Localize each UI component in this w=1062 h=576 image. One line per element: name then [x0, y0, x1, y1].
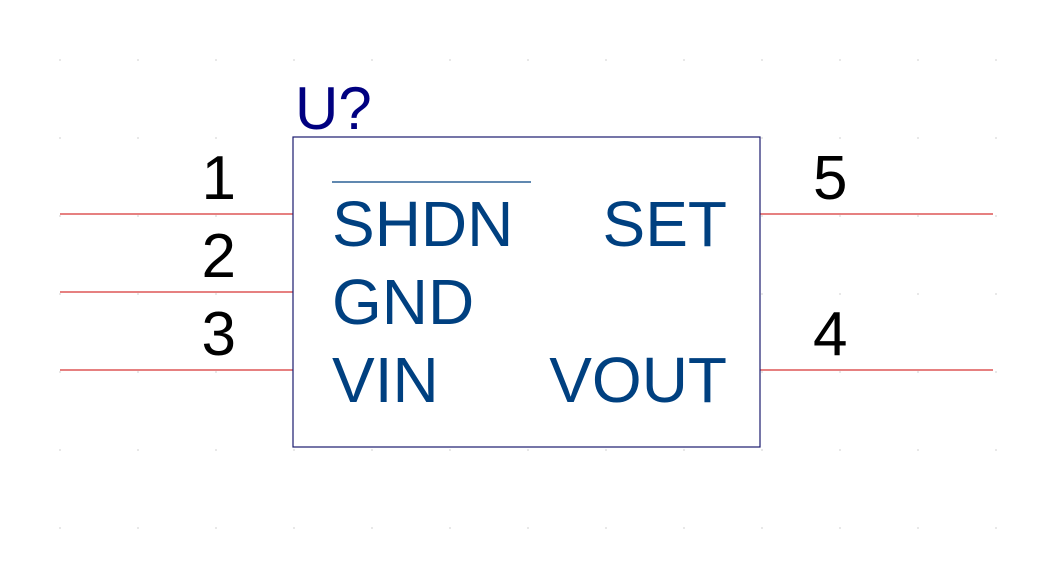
grid-dot: [137, 527, 139, 529]
grid-dot: [683, 59, 685, 61]
grid-dot: [995, 137, 997, 139]
grid-dot: [59, 371, 61, 373]
grid-dot: [137, 293, 139, 295]
pin-label-set: SET: [603, 188, 727, 260]
grid-dot: [995, 527, 997, 529]
grid-dot: [761, 137, 763, 139]
grid-dot: [449, 527, 451, 529]
grid-dot: [917, 371, 919, 373]
reference-designator: U?: [295, 75, 372, 142]
grid-dot: [917, 293, 919, 295]
grid-dot: [995, 449, 997, 451]
grid-dot: [917, 527, 919, 529]
grid-dot: [761, 293, 763, 295]
grid-dot: [839, 371, 841, 373]
grid-dot: [761, 449, 763, 451]
grid-dot: [839, 137, 841, 139]
grid-dot: [917, 449, 919, 451]
grid-dot: [683, 449, 685, 451]
grid-dot: [839, 527, 841, 529]
grid-dot: [215, 137, 217, 139]
grid-dot: [527, 527, 529, 529]
component-body[interactable]: [292, 136, 761, 448]
grid-dot: [527, 59, 529, 61]
grid-dot: [59, 59, 61, 61]
grid-dot: [917, 59, 919, 61]
grid-dot: [527, 449, 529, 451]
grid-dot: [215, 527, 217, 529]
grid-dot: [59, 293, 61, 295]
grid-dot: [59, 137, 61, 139]
grid-dot: [449, 59, 451, 61]
grid-dot: [371, 449, 373, 451]
grid-dot: [995, 293, 997, 295]
grid-dot: [137, 59, 139, 61]
grid-dot: [995, 59, 997, 61]
grid-dot: [995, 215, 997, 217]
grid-dot: [215, 449, 217, 451]
grid-dot: [761, 59, 763, 61]
grid-dot: [761, 527, 763, 529]
grid-dot: [137, 449, 139, 451]
grid-dot: [371, 527, 373, 529]
grid-dot: [293, 59, 295, 61]
pin-number-4: 4: [813, 300, 847, 369]
pin-label-vin: VIN: [332, 344, 439, 416]
grid-dot: [215, 293, 217, 295]
grid-dot: [605, 449, 607, 451]
grid-dot: [59, 449, 61, 451]
pin-label-shdn: SHDN: [332, 188, 513, 260]
grid-dot: [215, 59, 217, 61]
grid-dot: [449, 449, 451, 451]
grid-dot: [761, 371, 763, 373]
pin-label-vout: VOUT: [549, 344, 727, 416]
grid-dot: [59, 215, 61, 217]
grid-dot: [137, 215, 139, 217]
grid-dot: [605, 527, 607, 529]
grid-dot: [605, 59, 607, 61]
grid-dot: [917, 215, 919, 217]
grid-dot: [839, 59, 841, 61]
grid-dot: [839, 293, 841, 295]
grid-dot: [137, 137, 139, 139]
grid-dot: [839, 449, 841, 451]
pin-number-2: 2: [202, 222, 236, 291]
grid-dot: [59, 527, 61, 529]
grid-dot: [917, 137, 919, 139]
pin-number-5: 5: [813, 144, 847, 213]
grid-dot: [215, 371, 217, 373]
grid-dot: [683, 527, 685, 529]
grid-dot: [215, 215, 217, 217]
grid-dot: [293, 449, 295, 451]
grid-dot: [995, 371, 997, 373]
grid-dot: [839, 215, 841, 217]
grid-dot: [137, 371, 139, 373]
pin-number-1: 1: [202, 144, 236, 213]
grid-dot: [371, 59, 373, 61]
grid-dot: [293, 527, 295, 529]
pin-number-3: 3: [202, 300, 236, 369]
pin-label-gnd: GND: [332, 266, 474, 338]
grid-dot: [761, 215, 763, 217]
